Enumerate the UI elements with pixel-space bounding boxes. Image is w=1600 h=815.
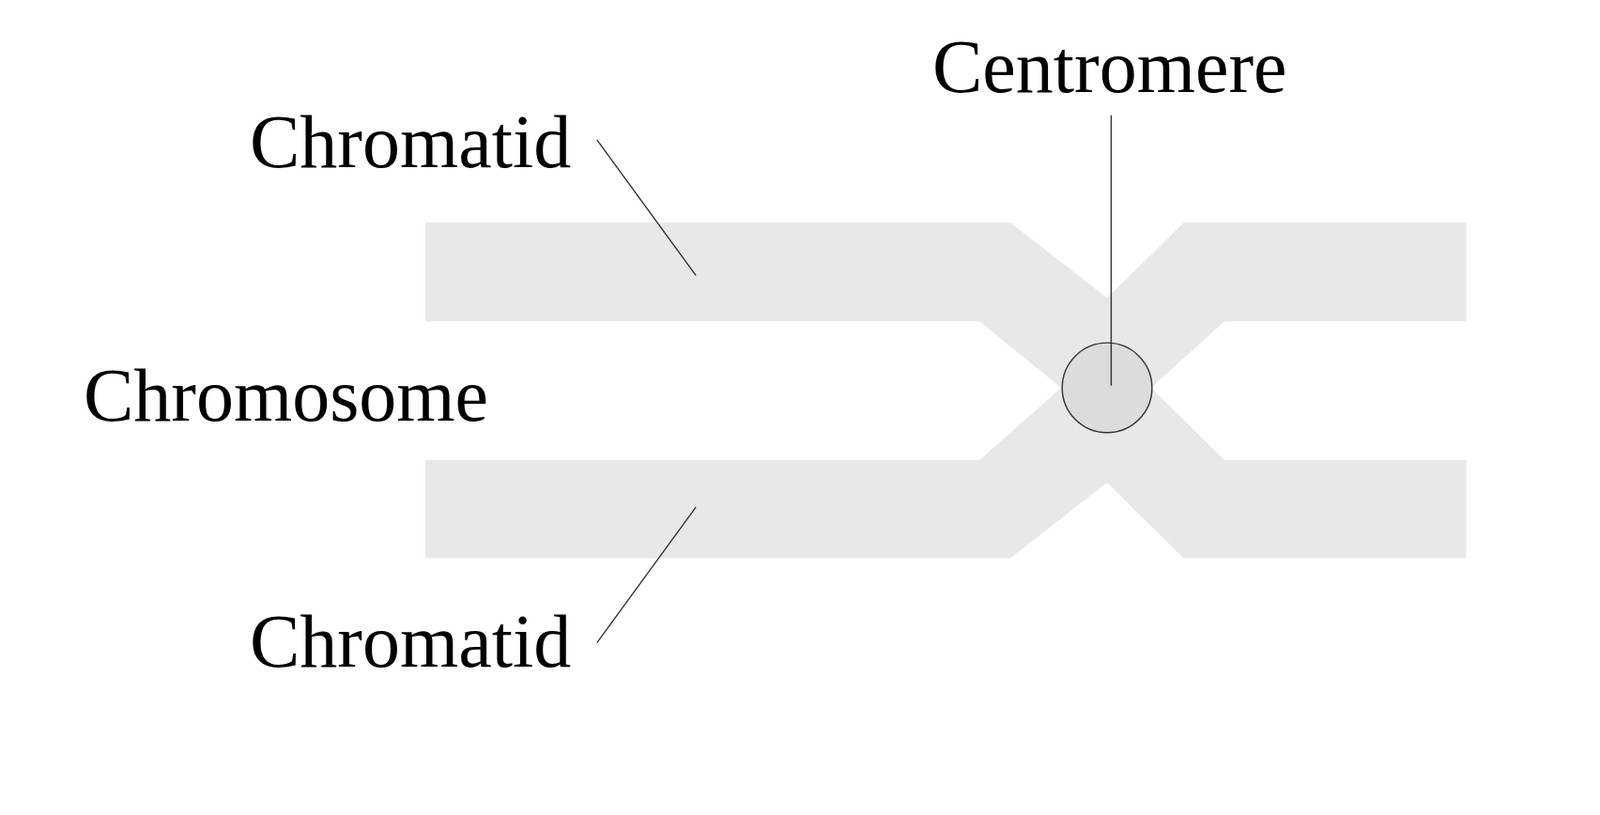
chromosome-shape xyxy=(425,222,1466,559)
leader-line xyxy=(597,139,696,277)
leader-line xyxy=(597,507,696,644)
chromatid-label: Chromatid xyxy=(249,104,571,180)
leader-line xyxy=(1110,115,1112,386)
chromatid-label: Chromatid xyxy=(249,603,571,679)
chromosome-label: Chromosome xyxy=(83,357,489,433)
centromere-label: Centromere xyxy=(932,29,1288,105)
centromere-circle xyxy=(1061,342,1153,433)
